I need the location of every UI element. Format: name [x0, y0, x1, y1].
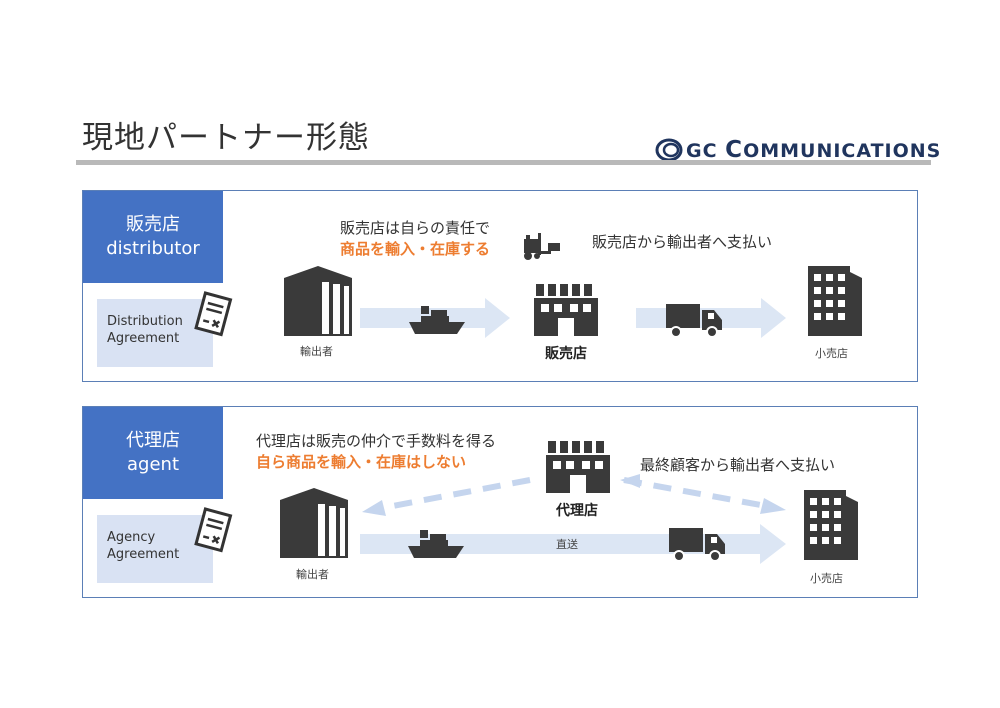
warehouse-icon: [534, 284, 598, 336]
logo-initials: GC: [686, 140, 718, 162]
ship-icon: [409, 306, 465, 334]
header-rule: [76, 160, 931, 165]
building-icon: [284, 266, 352, 336]
contract-line2: Agreement: [107, 547, 180, 562]
distributor-payment-note: 販売店から輸出者へ支払い: [592, 233, 773, 251]
agent-note-line2: 自ら商品を輸入・在庫はしない: [256, 453, 467, 471]
logo-word-initial: C: [725, 137, 744, 163]
building-icon: [280, 488, 348, 558]
truck-icon: [666, 304, 722, 338]
exporter-label: 輸出者: [296, 568, 329, 581]
office-building-icon: [804, 490, 858, 560]
document-icon: [194, 291, 233, 337]
distribution-agreement-box: Distribution Agreement: [97, 299, 213, 367]
forklift-icon: [524, 233, 560, 260]
ship-icon: [408, 530, 464, 558]
direct-shipping-label: 直送: [556, 538, 578, 551]
distributor-tag-en: distributor: [106, 238, 200, 259]
distributor-note-line1: 販売店は自らの責任で: [340, 219, 491, 237]
agent-tag: 代理店 agent: [83, 407, 223, 499]
agent-panel: 代理店 agent Agency Agreement: [82, 406, 918, 598]
agent-tag-ja: 代理店: [126, 430, 180, 451]
distributor-tag-ja: 販売店: [126, 214, 180, 235]
retailer-label: 小売店: [815, 347, 848, 360]
office-building-icon: [808, 266, 862, 336]
exporter-label: 輸出者: [300, 345, 333, 358]
logo: GC COMMUNICATIONS: [686, 137, 941, 163]
distributor-hub-label: 販売店: [545, 346, 587, 362]
dashed-arrow-to-exporter: [362, 477, 531, 516]
page-title: 現地パートナー形態: [82, 120, 370, 156]
dashed-arrow-to-retailer: [620, 474, 786, 514]
contract-line1: Agency: [107, 530, 156, 545]
distributor-tag: 販売店 distributor: [83, 191, 223, 283]
contract-line1: Distribution: [107, 314, 183, 329]
document-icon: [194, 507, 233, 553]
agent-hub-label: 代理店: [556, 503, 598, 519]
agent-note-line1: 代理店は販売の仲介で手数料を得る: [256, 432, 497, 450]
distributor-note-line2: 商品を輸入・在庫する: [340, 240, 491, 258]
retailer-label: 小売店: [810, 572, 843, 585]
warehouse-icon: [546, 441, 610, 493]
truck-icon: [669, 528, 725, 562]
agent-payment-note: 最終顧客から輸出者へ支払い: [640, 456, 836, 474]
logo-word-rest: OMMUNICATIONS: [743, 140, 942, 162]
agency-agreement-box: Agency Agreement: [97, 515, 213, 583]
agent-tag-en: agent: [127, 454, 179, 475]
contract-line2: Agreement: [107, 331, 180, 346]
distributor-panel: 販売店 distributor Distribution Agreement: [82, 190, 918, 382]
